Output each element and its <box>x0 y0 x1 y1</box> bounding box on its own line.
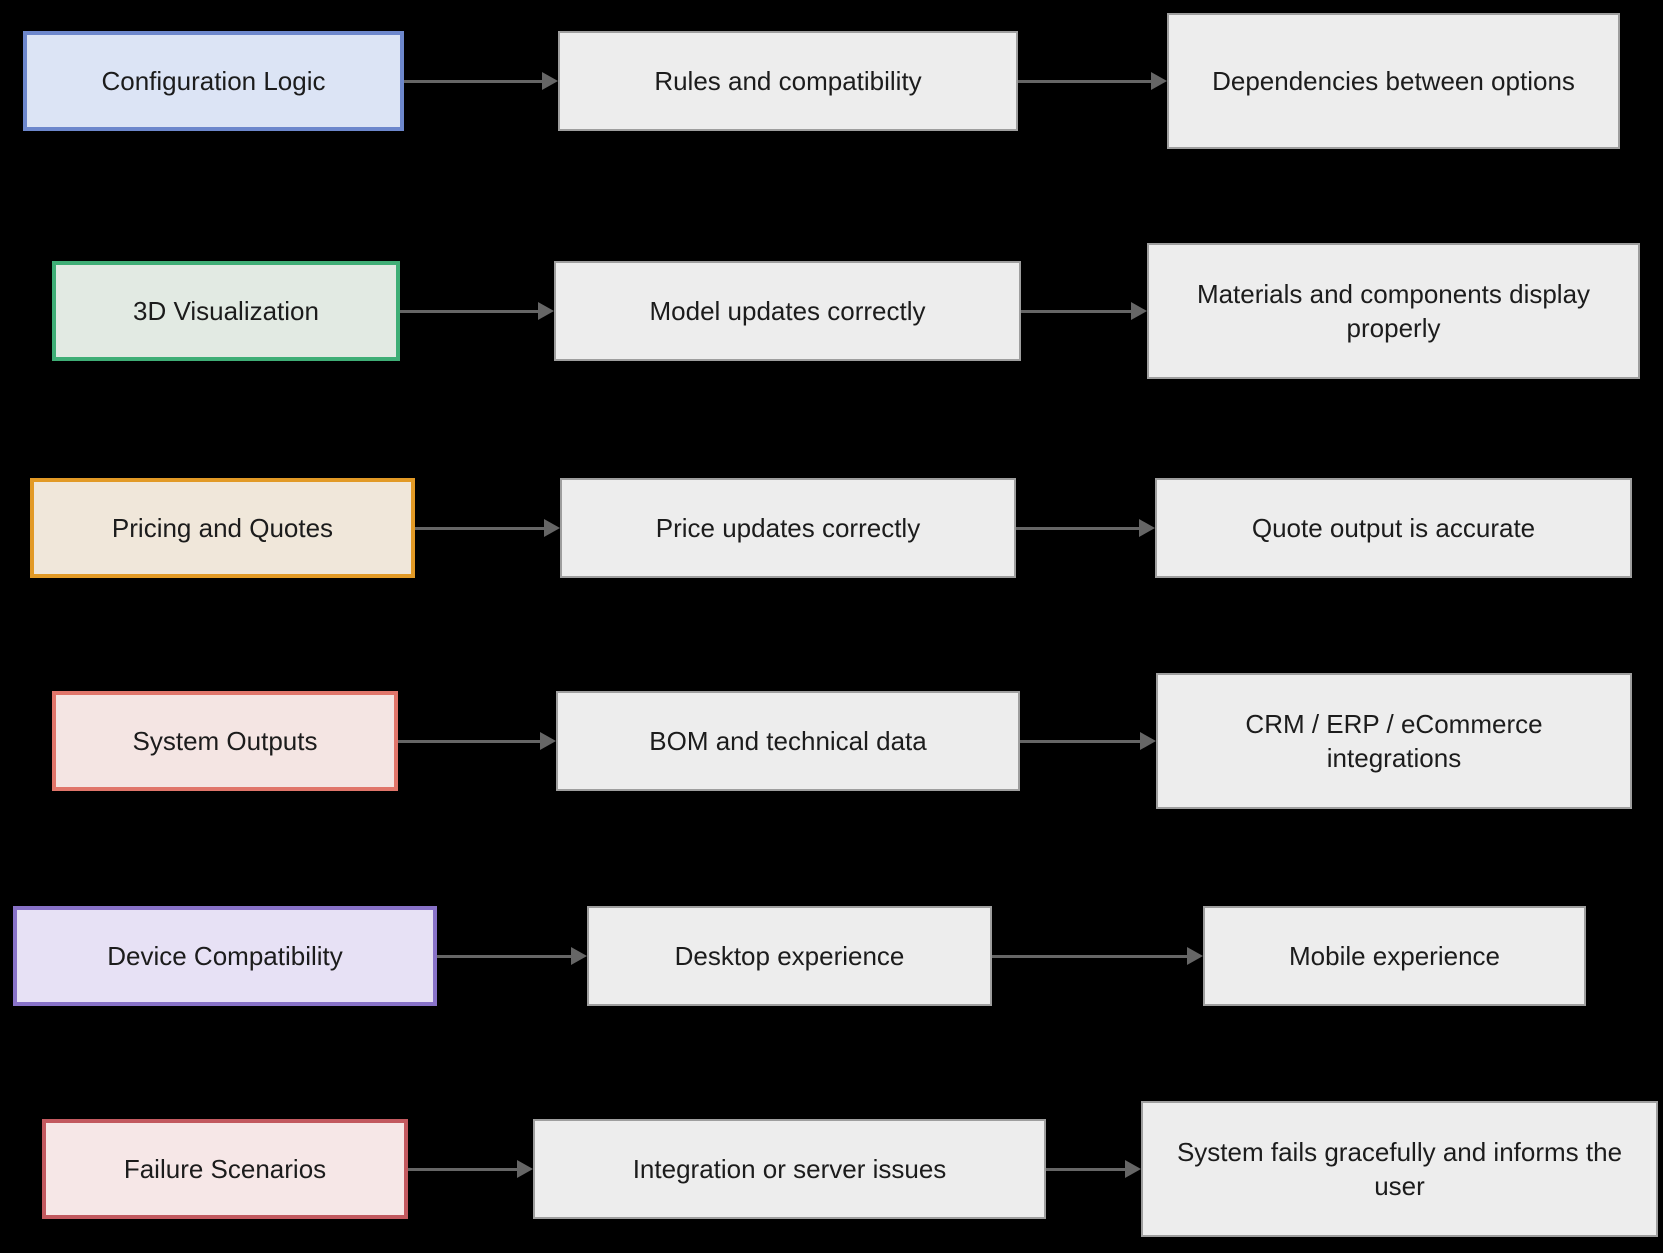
arrow-shaft <box>400 309 538 313</box>
flow-arrow <box>415 519 560 537</box>
step-label: Integration or server issues <box>632 1154 947 1184</box>
flow-arrow <box>1046 1160 1141 1178</box>
arrow-shaft <box>1046 1167 1125 1171</box>
category-node-configuration-logic: Configuration Logic <box>23 31 404 131</box>
step-label: Price updates correctly <box>655 513 921 543</box>
arrow-head-icon <box>1139 519 1155 537</box>
step-node: BOM and technical data <box>556 691 1020 791</box>
arrow-head-icon <box>1187 947 1203 965</box>
arrow-shaft <box>1018 79 1151 83</box>
step-node: Model updates correctly <box>554 261 1021 361</box>
arrow-head-icon <box>542 72 558 90</box>
step-node: Quote output is accurate <box>1155 478 1632 578</box>
step-label: Rules and compatibility <box>654 66 922 96</box>
step-label: BOM and technical data <box>649 726 927 756</box>
arrow-head-icon <box>1125 1160 1141 1178</box>
step-label: Materials and components display properl… <box>1196 279 1591 343</box>
category-node-3d-visualization: 3D Visualization <box>52 261 400 361</box>
flow-arrow <box>1020 732 1156 750</box>
category-node-failure-scenarios: Failure Scenarios <box>42 1119 408 1219</box>
flow-arrow <box>408 1160 533 1178</box>
step-node: Rules and compatibility <box>558 31 1018 131</box>
flow-arrow <box>1016 519 1155 537</box>
step-node: Price updates correctly <box>560 478 1016 578</box>
step-node: Dependencies between options <box>1167 13 1620 149</box>
arrow-shaft <box>415 526 544 530</box>
category-node-pricing-and-quotes: Pricing and Quotes <box>30 478 415 578</box>
category-label: 3D Visualization <box>133 296 319 326</box>
step-label: Desktop experience <box>674 941 905 971</box>
arrow-head-icon <box>538 302 554 320</box>
step-label: System fails gracefully and informs the … <box>1176 1137 1623 1201</box>
step-node: Integration or server issues <box>533 1119 1046 1219</box>
step-node: Mobile experience <box>1203 906 1586 1006</box>
step-label: Quote output is accurate <box>1251 513 1536 543</box>
category-label: Failure Scenarios <box>123 1154 327 1184</box>
category-label: Device Compatibility <box>107 941 343 971</box>
arrow-shaft <box>992 954 1187 958</box>
category-node-system-outputs: System Outputs <box>52 691 398 791</box>
step-node: Materials and components display properl… <box>1147 243 1640 379</box>
arrow-shaft <box>408 1167 517 1171</box>
step-label: Model updates correctly <box>649 296 926 326</box>
arrow-head-icon <box>517 1160 533 1178</box>
arrow-head-icon <box>1151 72 1167 90</box>
arrow-head-icon <box>540 732 556 750</box>
arrow-shaft <box>398 739 540 743</box>
arrow-head-icon <box>544 519 560 537</box>
arrow-shaft <box>1020 739 1140 743</box>
step-node: CRM / ERP / eCommerce integrations <box>1156 673 1632 809</box>
step-label: CRM / ERP / eCommerce integrations <box>1245 709 1543 773</box>
category-label: Pricing and Quotes <box>111 513 334 543</box>
step-label: Mobile experience <box>1288 941 1500 971</box>
arrow-shaft <box>1021 309 1131 313</box>
arrow-head-icon <box>1140 732 1156 750</box>
category-label: Configuration Logic <box>101 66 326 96</box>
step-node: Desktop experience <box>587 906 992 1006</box>
flow-arrow <box>437 947 587 965</box>
step-node: System fails gracefully and informs the … <box>1141 1101 1658 1237</box>
arrow-head-icon <box>571 947 587 965</box>
arrow-head-icon <box>1131 302 1147 320</box>
flow-arrow <box>1018 72 1167 90</box>
category-node-device-compatibility: Device Compatibility <box>13 906 437 1006</box>
flow-arrow <box>992 947 1203 965</box>
arrow-shaft <box>404 79 542 83</box>
flow-arrow <box>404 72 558 90</box>
flow-arrow <box>398 732 556 750</box>
flow-arrow <box>1021 302 1147 320</box>
arrow-shaft <box>1016 526 1139 530</box>
category-label: System Outputs <box>132 726 318 756</box>
arrow-shaft <box>437 954 571 958</box>
flow-arrow <box>400 302 554 320</box>
step-label: Dependencies between options <box>1212 66 1575 96</box>
